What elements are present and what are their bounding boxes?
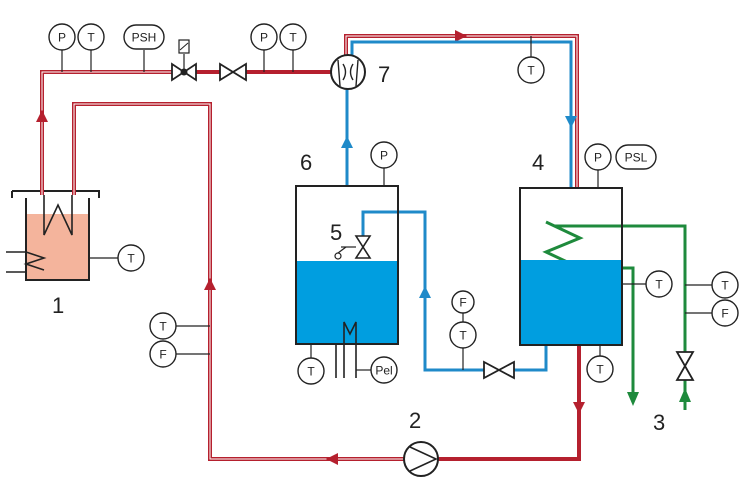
instrument-label: PSL [625, 151, 648, 165]
instrument-label: T [159, 320, 167, 334]
instrument-psl: PSL [615, 144, 657, 170]
instrument-t-right: T [711, 271, 739, 299]
water-lines [345, 40, 573, 372]
instrument-t-top-1: T [77, 23, 105, 51]
label-3: 3 [653, 410, 665, 435]
solenoid-valve [171, 39, 197, 82]
coolant-valve [675, 351, 695, 381]
instrument-label: P [260, 31, 268, 45]
instrument-t-tank4-side: T [645, 270, 673, 298]
instrument-f-left: F [149, 340, 177, 368]
manual-valve-top [219, 62, 247, 82]
label-2: 2 [409, 408, 421, 433]
instrument-label: P [380, 149, 388, 163]
instrument-label: T [527, 64, 535, 78]
instrument-t-heater: T [117, 244, 145, 272]
instrument-t-top-2: T [279, 23, 307, 51]
instrument-label: P [594, 151, 602, 165]
instrument-label: T [459, 329, 467, 343]
instrument-p-tank6: P [370, 141, 398, 169]
instrument-p-tank4: P [584, 143, 612, 171]
instrument-f-mid: F [451, 290, 475, 314]
instrument-taps [61, 36, 712, 370]
instrument-p-top-1: P [48, 23, 76, 51]
instrument-t-top-right: T [517, 56, 545, 84]
instrument-t-tank6: T [297, 357, 325, 385]
instrument-psh: PSH [123, 24, 165, 50]
label-5: 5 [330, 220, 342, 245]
instrument-p-top-2: P [250, 23, 278, 51]
coolant-arrows [627, 388, 691, 406]
label-1: 1 [52, 293, 64, 318]
instrument-pel: Pel [370, 356, 398, 384]
instrument-f-right: F [711, 299, 739, 327]
manual-valve-bottom [483, 360, 515, 380]
instrument-label: T [596, 363, 604, 377]
instrument-label: T [127, 252, 135, 266]
instrument-t-left: T [149, 312, 177, 340]
compressor-7 [330, 54, 366, 90]
label-4: 4 [532, 150, 544, 175]
instrument-label: T [655, 278, 663, 292]
instrument-label: T [289, 31, 297, 45]
instrument-label: F [459, 296, 466, 310]
instrument-t-tank4-bottom: T [586, 355, 614, 383]
water-flow-arrows [341, 116, 577, 298]
instrument-label: F [721, 307, 728, 321]
heater-vessel-1 [6, 190, 118, 281]
instrument-label: PSH [132, 31, 157, 45]
instrument-label: T [87, 31, 95, 45]
instrument-t-mid: T [449, 321, 477, 349]
tank-6 [295, 168, 399, 378]
label-6: 6 [300, 150, 312, 175]
instrument-label: P [58, 31, 66, 45]
label-7: 7 [378, 62, 390, 87]
pump-2 [403, 441, 439, 477]
tank-4 [519, 170, 646, 356]
instrument-label: F [159, 348, 166, 362]
instrument-label: Pel [375, 364, 392, 378]
hot-flow-arrows [36, 30, 585, 465]
instrument-label: T [721, 279, 729, 293]
instrument-label: T [307, 365, 315, 379]
